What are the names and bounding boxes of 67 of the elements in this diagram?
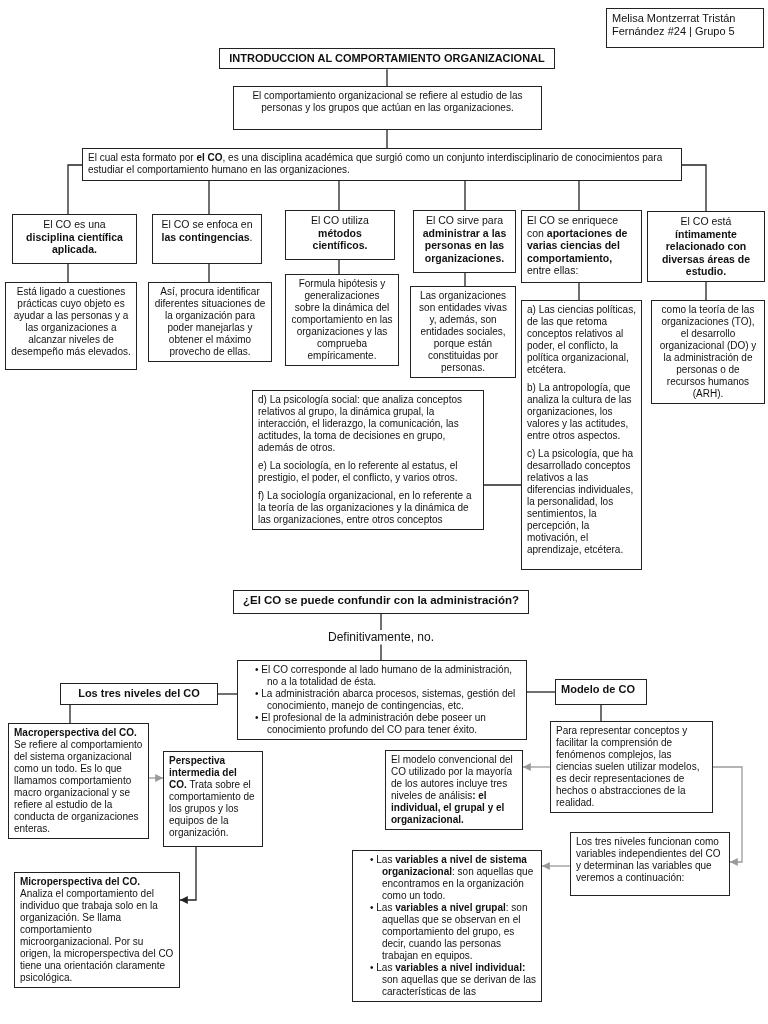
bullet-item: • Las variables a nivel de sistema organizacional: son aquellas que encontramos en la organización como un todo.: [370, 854, 535, 902]
concept-box: Así, procura identificar diferentes situaciones de la organización para poder manejarlas y obtener el máximo provecho de ellas.: [148, 282, 272, 362]
concept-box: El CO sirve para administrar a las personas en las organizaciones.: [413, 210, 516, 273]
concept-box: El CO se enfoca en las contingencias.: [152, 214, 262, 264]
connector-line: [380, 613, 382, 631]
arrow: [148, 774, 164, 782]
answer-text: Definitivamente, no.: [316, 630, 446, 645]
concept-box: Perspectiva intermedia del CO. Trata sobre el comportamiento de los grupos y los equipos de la organización.: [163, 751, 263, 847]
bullet-item: • Las variables a nivel grupal: son aquellas que se observan en el comportamiento del grupo, es decir, cuando las personas trabajan en equipos.: [370, 902, 529, 962]
author-box: Melisa Montzerrat Tristán Fernández #24 | Grupo 5: [606, 8, 764, 48]
paragraph: c) La psicología, que ha desarrollado conceptos relativos a las diferencias individuales, la personalidad, los sentimientos, la percepción, la motivación, el aprendizaje, etcétera.: [527, 448, 635, 556]
connector-line: [681, 164, 707, 212]
paragraph: d) La psicología social: que analiza conceptos relativos al grupo, la dinámica grupal, la interacción, el liderazgo, la comunicación, las actitudes, la toma de decisiones en grupo, además de otros.: [258, 394, 464, 454]
paragraph: b) La antropología, que analiza la cultura de las organizaciones, los valores y las actitudes, entre otros aspectos.: [527, 382, 633, 442]
concept-box: El CO utiliza métodos científicos.: [285, 210, 395, 260]
connector-line: [600, 704, 602, 722]
concept-box: El CO se enriquece con aportaciones de varias ciencias del comportamiento, entre ellas:: [521, 210, 642, 283]
connector-line: [67, 164, 83, 215]
arrow: [712, 766, 743, 866]
connector-line: [526, 691, 556, 693]
paragraph: f) La sociología organizacional, en lo referente a la teoría de las organizaciones y la dinámica de las organizaciones, entre otros conceptos: [258, 490, 473, 526]
concept-box: Formula hipótesis y generalizaciones sobre la dinámica del comportamiento en las organizaciones y las comprueba empíricamente.: [285, 274, 399, 366]
concept-box: El CO es una disciplina científica aplicada.: [12, 214, 137, 264]
concept-box: Está ligado a cuestiones prácticas cuyo objeto es ayudar a las personas y a las organizaciones a alcanzar niveles de desempeño más elevados.: [5, 282, 137, 370]
concept-box: Microperspectiva del CO. Analiza el comportamiento del individuo que trabaja solo en la organización. Se llama comportamiento microorganizacional. Por su origen, la microperspectiva del CO tiene una orientación claramente psicológica.: [14, 872, 180, 988]
paragraph: a) Las ciencias políticas, de las que retoma conceptos relativos al poder, el conflicto, la política organizacional, etcétera.: [527, 304, 636, 376]
connector-line: [338, 259, 340, 275]
arrow: [541, 862, 571, 870]
paragraph: e) La sociología, en lo referente al estatus, el prestigio, el poder, el conflicto, y varios otros.: [258, 460, 459, 484]
bullet-item: • El CO corresponde al lado humano de la administración, no a la totalidad de ésta.: [255, 664, 513, 688]
concept-box: [252, 390, 484, 530]
concept-box: Los tres niveles funcionan como variables independientes del CO y determinan las variables que veremos a continuación:: [570, 832, 730, 896]
concept-box: [237, 660, 527, 740]
heading-box: Los tres niveles del CO: [60, 683, 218, 705]
arrow: [179, 846, 197, 904]
connector-line: [464, 180, 466, 211]
connector-line: [578, 282, 580, 301]
concept-box: [352, 850, 542, 1002]
connector-line: [705, 281, 707, 301]
connector-line: [217, 693, 238, 695]
heading-box: Modelo de CO: [555, 679, 647, 705]
title-box: INTRODUCCION AL COMPORTAMIENTO ORGANIZACIONAL: [219, 48, 555, 70]
connector-line: [208, 180, 210, 215]
connector-line: [483, 484, 522, 486]
bullet-item: • La administración abarca procesos, sistemas, gestión del conocimiento, manejo de contingencias, etc.: [255, 688, 517, 712]
question-box: ¿El CO se puede confundir con la administración?: [233, 590, 529, 614]
connector-line: [578, 180, 580, 211]
connector-line: [69, 704, 71, 724]
connector-line: [380, 643, 382, 661]
connector-line: [386, 68, 388, 87]
concept-box: Para representar conceptos y facilitar la comprensión de fenómenos complejos, las ciencias suelen utilizar modelos, es decir representaciones de hechos o abstracciones de la realidad.: [550, 721, 713, 813]
connector-line: [208, 263, 210, 283]
connector-line: [464, 272, 466, 287]
concept-box: El comportamiento organizacional se refiere al estudio de las personas y los grupos que actúan en las organizaciones.: [233, 86, 542, 130]
concept-box: El cual esta formato por el CO, es una disciplina académica que surgió como un conjunto interdisciplinario de conocimientos para estudiar el comportamiento humano en las organizaciones.: [82, 148, 682, 181]
connector-line: [386, 129, 388, 149]
concept-box: Macroperspectiva del CO. Se refiere al comportamiento del sistema organizacional como un todo. Es lo que llamamos comportamiento macro organizacional y se refiere al estudio de la conducta de organizaciones enteras.: [8, 723, 149, 839]
concept-box: El CO está íntimamente relacionado con diversas áreas de estudio.: [647, 211, 765, 282]
arrow: [522, 763, 551, 771]
concept-box: El modelo convencional del CO utilizado por la mayoría de los autores incluye tres niveles de análisis: el individual, el grupal y el organizacional.: [385, 750, 523, 830]
connector-line: [338, 180, 340, 211]
bullet-item: • Las variables a nivel individual: son aquellas que se derivan de las características de las: [370, 962, 536, 998]
concept-box: como la teoría de las organizaciones (TO), el desarrollo organizacional (DO) y la administración de personas o de recursos humanos (ARH).: [651, 300, 765, 404]
concept-box: [521, 300, 642, 570]
connector-line: [67, 263, 69, 283]
concept-box: Las organizaciones son entidades vivas y, además, son entidades sociales, porque están constituidas por personas.: [410, 286, 516, 378]
bullet-item: • El profesional de la administración debe poseer un conocimiento profundo del CO para tener éxito.: [255, 712, 487, 736]
